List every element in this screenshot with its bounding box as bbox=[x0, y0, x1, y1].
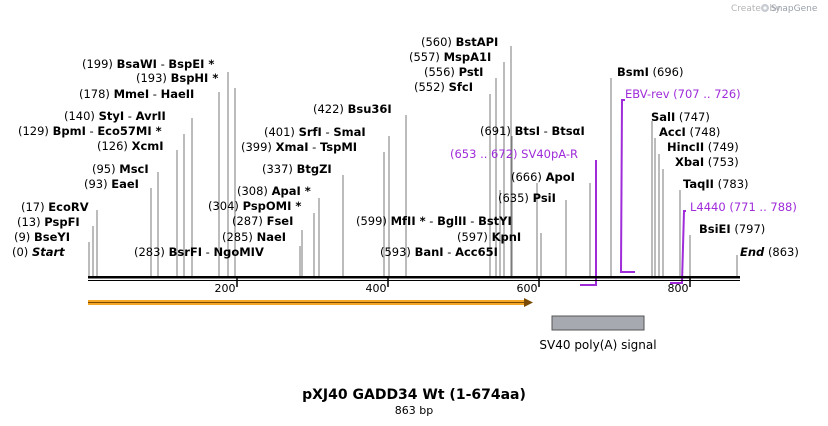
site-styi[interactable]: (140) StyI - AvrII bbox=[64, 109, 166, 123]
site-btgzi[interactable]: (337) BtgZI bbox=[262, 162, 332, 176]
primer-ebv-rev bbox=[619, 99, 635, 273]
ruler-tick-400: 400 bbox=[366, 282, 387, 295]
primer-marks bbox=[580, 99, 686, 286]
leader-lines bbox=[88, 46, 738, 276]
site-acci[interactable]: AccI (748) bbox=[659, 125, 720, 139]
site-eaei[interactable]: (93) EaeI bbox=[84, 177, 139, 191]
site-ecorv[interactable]: (17) EcoRV bbox=[21, 200, 89, 214]
site-sali[interactable]: SalI (747) bbox=[651, 110, 710, 124]
sequence-backbone-lower bbox=[88, 280, 740, 281]
credit-brand: SnapGene bbox=[771, 4, 818, 14]
site-mfii[interactable]: (599) MfII * - BglII - BstYI bbox=[356, 214, 512, 228]
site-bsu36i[interactable]: (422) Bsu36I bbox=[313, 102, 392, 116]
site-bsrfi[interactable]: (283) BsrFI - NgoMIV bbox=[134, 245, 264, 259]
start-label: (0) Start bbox=[12, 245, 65, 259]
site-xbai[interactable]: XbaI (753) bbox=[675, 155, 739, 169]
site-btsi[interactable]: (691) BtsI - BtsαI bbox=[480, 124, 585, 138]
site-taqii[interactable]: TaqII (783) bbox=[683, 177, 749, 191]
feature-sv40-polya-label: SV40 poly(A) signal bbox=[539, 338, 656, 352]
site-bsphi[interactable]: (193) BspHI * bbox=[136, 71, 218, 85]
site-xmai[interactable]: (399) XmaI - TspMI bbox=[241, 140, 357, 154]
site-pspfi[interactable]: (13) PspFI bbox=[17, 215, 80, 229]
site-msci[interactable]: (95) MscI bbox=[92, 162, 149, 176]
site-kpni[interactable]: (597) KpnI bbox=[457, 230, 521, 244]
map-title: pXJ40 GADD34 Wt (1-674aa) bbox=[302, 387, 526, 403]
site-bani[interactable]: (593) BanI - Acc65I bbox=[380, 245, 498, 259]
end-label: End (863) bbox=[740, 245, 799, 259]
site-bsmi[interactable]: BsmI (696) bbox=[617, 65, 683, 79]
site-fsei[interactable]: (287) FseI bbox=[232, 214, 293, 228]
site-xcmi[interactable]: (126) XcmI bbox=[97, 139, 164, 153]
site-apai[interactable]: (308) ApaI * bbox=[237, 184, 311, 198]
sequence-backbone bbox=[88, 276, 740, 279]
site-srfi[interactable]: (401) SrfI - SmaI bbox=[264, 125, 366, 139]
site-psii[interactable]: (635) PsiI bbox=[498, 191, 556, 205]
site-bseyi[interactable]: (9) BseYI bbox=[14, 230, 70, 244]
site-hincii[interactable]: HincII (749) bbox=[667, 140, 739, 154]
site-pspomi[interactable]: (304) PspOMI * bbox=[208, 199, 301, 213]
site-apoi[interactable]: (666) ApoI bbox=[511, 170, 575, 184]
feature-sv40-polya[interactable] bbox=[551, 315, 645, 331]
ruler bbox=[236, 276, 691, 287]
credit-text: Created by bbox=[731, 4, 781, 14]
primer-ebv-rev-label[interactable]: EBV-rev (707 .. 726) bbox=[625, 87, 741, 101]
primer-sv40pa-r bbox=[580, 160, 597, 286]
site-sfci[interactable]: (552) SfcI bbox=[414, 80, 473, 94]
site-mmei[interactable]: (178) MmeI - HaeII bbox=[79, 87, 194, 101]
site-naei[interactable]: (285) NaeI bbox=[222, 230, 286, 244]
ruler-tick-600: 600 bbox=[517, 282, 538, 295]
orf-arrow bbox=[88, 298, 533, 307]
snapgene-logo-icon bbox=[761, 4, 769, 12]
ruler-tick-800: 800 bbox=[668, 282, 689, 295]
site-bstapi[interactable]: (560) BstAPI bbox=[421, 35, 498, 49]
site-bsawi[interactable]: (199) BsaWI - BspEI * bbox=[82, 57, 214, 71]
primer-l4440-label[interactable]: L4440 (771 .. 788) bbox=[690, 200, 797, 214]
site-mspa1i[interactable]: (557) MspA1I bbox=[409, 50, 491, 64]
primer-l4440 bbox=[670, 210, 686, 284]
site-bsiei[interactable]: BsiEI (797) bbox=[699, 222, 765, 236]
site-psti[interactable]: (556) PstI bbox=[424, 65, 483, 79]
primer-sv40pa-r-label[interactable]: (653 .. 672) SV40pA-R bbox=[450, 147, 578, 161]
map-subtitle: 863 bp bbox=[395, 404, 433, 417]
site-bpmi[interactable]: (129) BpmI - Eco57MI * bbox=[18, 124, 162, 138]
ruler-tick-200: 200 bbox=[215, 282, 236, 295]
